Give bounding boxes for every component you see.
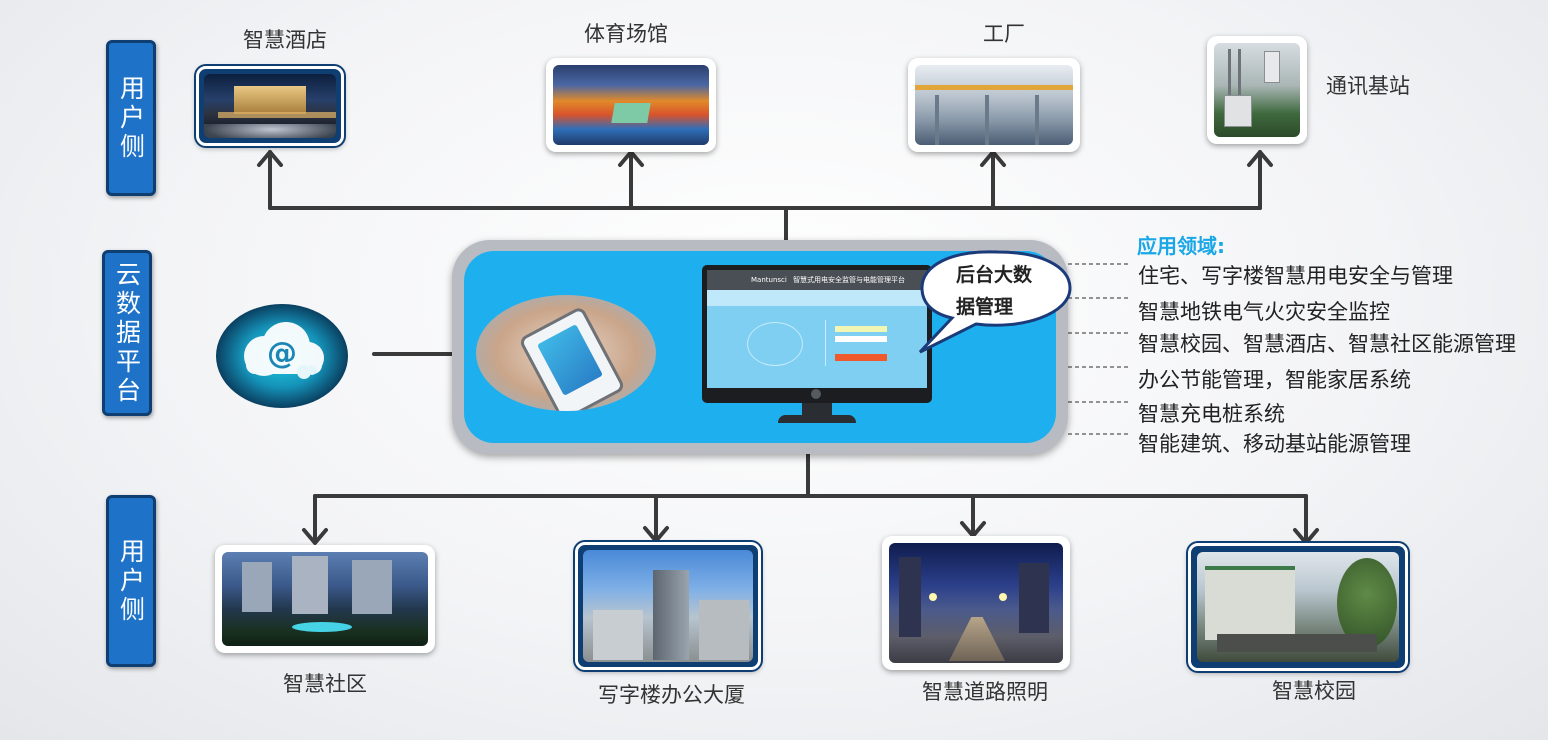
node-label-base-station: 通讯基站 [1326, 74, 1410, 98]
screen-title: 智慧式用电安全监管与电能管理平台 [793, 276, 906, 284]
cloud-icon: @ [212, 300, 357, 412]
phone-image [476, 295, 656, 411]
application-item: 智能建筑、移动基站能源管理 [1138, 432, 1411, 456]
cloud-at-symbol: @ [267, 336, 297, 371]
community-image [215, 545, 435, 653]
node-label-factory: 工厂 [983, 22, 1025, 46]
node-label-office: 写字楼办公大厦 [598, 683, 745, 707]
factory-image [908, 58, 1080, 152]
node-label-road-lighting: 智慧道路照明 [922, 680, 1048, 704]
screen-brand: Mantunsci [751, 276, 787, 284]
hotel-image [196, 66, 344, 146]
node-label-hotel: 智慧酒店 [243, 28, 327, 52]
bubble-line-1: 后台大数 [956, 264, 1033, 286]
application-item: 智慧校园、智慧酒店、智慧社区能源管理 [1138, 332, 1516, 356]
speech-bubble: 后台大数 据管理 [910, 244, 1080, 354]
street-lighting-image [882, 536, 1070, 670]
office-building-image [575, 542, 761, 670]
application-item: 办公节能管理，智能家居系统 [1138, 368, 1411, 392]
campus-image [1188, 543, 1408, 671]
node-label-stadium: 体育场馆 [584, 22, 668, 46]
application-item: 住宅、写字楼智慧用电安全与管理 [1138, 264, 1453, 288]
bubble-line-2: 据管理 [956, 296, 1014, 318]
node-label-campus: 智慧校园 [1272, 679, 1356, 703]
user-side-label-bottom: 用户侧 [106, 495, 156, 667]
stadium-image [546, 58, 716, 152]
node-label-community: 智慧社区 [283, 672, 367, 696]
applications-title: 应用领域: [1137, 234, 1225, 258]
cloud-platform-label: 云数据平台 [102, 250, 152, 416]
application-item: 智慧充电桩系统 [1138, 402, 1285, 426]
monitor-icon: Mantunsci 智慧式用电安全监管与电能管理平台 [702, 265, 932, 425]
application-item: 智慧地铁电气火灾安全监控 [1138, 300, 1390, 324]
user-side-label-top: 用户侧 [106, 40, 156, 196]
base-station-image [1207, 36, 1307, 144]
